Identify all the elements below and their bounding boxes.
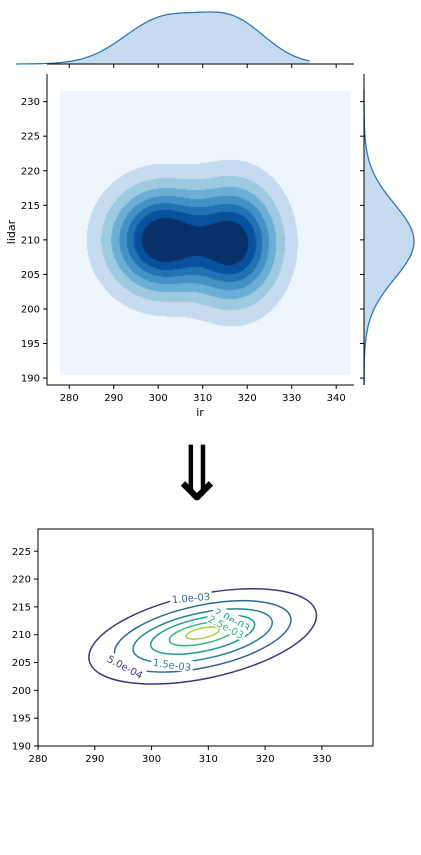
marginal-x-density-fill [15, 12, 310, 64]
main-y-label: lidar [5, 219, 18, 244]
contour-line [149, 614, 256, 656]
contour-x-ticks: 280 290 300 310 320 330 [28, 746, 331, 765]
contour-y-tick-label: 195 [12, 714, 31, 725]
y-tick-label: 205 [21, 270, 40, 281]
y-tick-label: 225 [21, 132, 40, 143]
contour-y-tick-label: 225 [12, 547, 31, 558]
contour-y-ticks: 190 195 200 205 210 215 220 225 [12, 547, 38, 753]
down-arrow-icon: ⇓ [165, 429, 229, 518]
contour-axes-frame [37, 528, 374, 747]
contour-label-background [205, 610, 248, 642]
main-y-ticks: 190 195 200 205 210 215 220 225 230 [21, 97, 47, 385]
marginal-y-ticks [360, 101, 364, 379]
contour-labels: 5.0e-041.0e-031.5e-032.0e-032.5e-03 [104, 589, 254, 682]
kde-density-raster [60, 91, 350, 375]
contour-y-tick-label: 215 [12, 602, 31, 613]
contour-y-tick-label: 210 [12, 630, 31, 641]
contour-line [132, 608, 274, 664]
y-tick-label: 200 [21, 304, 40, 315]
contour-y-tick-label: 205 [12, 658, 31, 669]
x-tick-label: 310 [193, 393, 212, 404]
marginal-x-ticks [68, 64, 337, 68]
kde-filled-contours [60, 91, 350, 375]
contour-y-tick-label: 190 [12, 742, 31, 753]
marginal-x-density-line [15, 11, 310, 65]
y-tick-label: 230 [21, 97, 40, 108]
x-tick-label: 340 [327, 393, 346, 404]
y-tick-label: 195 [21, 339, 40, 350]
contour-label-background [104, 650, 147, 682]
contour-line [185, 626, 221, 640]
x-tick-label: 280 [60, 393, 79, 404]
y-tick-label: 215 [21, 201, 40, 212]
contour-x-tick-label: 320 [256, 754, 275, 765]
contour-y-tick-label: 220 [12, 575, 31, 586]
contour-x-tick-label: 330 [312, 754, 331, 765]
main-x-label: ir [196, 406, 204, 419]
contour-level-label: 1.5e-03 [152, 658, 192, 674]
contour-label-group: 1.0e-03 [169, 589, 213, 606]
contour-x-tick-label: 310 [199, 754, 218, 765]
joint-plot: 280 290 300 310 320 330 340 190 195 200 205 210 215… [5, 11, 415, 419]
marginal-y-panel [360, 74, 415, 386]
contour-label-group: 1.5e-03 [150, 655, 194, 674]
contour-label-background [150, 655, 194, 673]
contour-x-tick-label: 280 [28, 754, 47, 765]
y-tick-label: 220 [21, 166, 40, 177]
contour-level-label: 5.0e-04 [105, 654, 144, 682]
x-tick-label: 300 [149, 393, 168, 404]
contour-label-background [211, 603, 254, 635]
contour-label-background [169, 589, 213, 605]
main-axes: 280 290 300 310 320 330 340 190 195 200 205 210 215… [5, 74, 354, 419]
y-tick-label: 210 [21, 235, 40, 246]
x-tick-label: 290 [104, 393, 123, 404]
y-tick-label: 190 [21, 374, 40, 385]
x-tick-label: 320 [238, 393, 257, 404]
contour-level-label: 1.0e-03 [171, 592, 210, 606]
contour-x-tick-label: 300 [142, 754, 161, 765]
marginal-y-density-line [363, 89, 415, 386]
marginal-x-panel [15, 11, 354, 68]
contour-y-tick-label: 200 [12, 686, 31, 697]
main-x-ticks: 280 290 300 310 320 330 340 [60, 385, 346, 404]
marginal-y-density-fill [364, 87, 414, 386]
contour-x-tick-label: 290 [85, 754, 104, 765]
x-tick-label: 330 [282, 393, 301, 404]
